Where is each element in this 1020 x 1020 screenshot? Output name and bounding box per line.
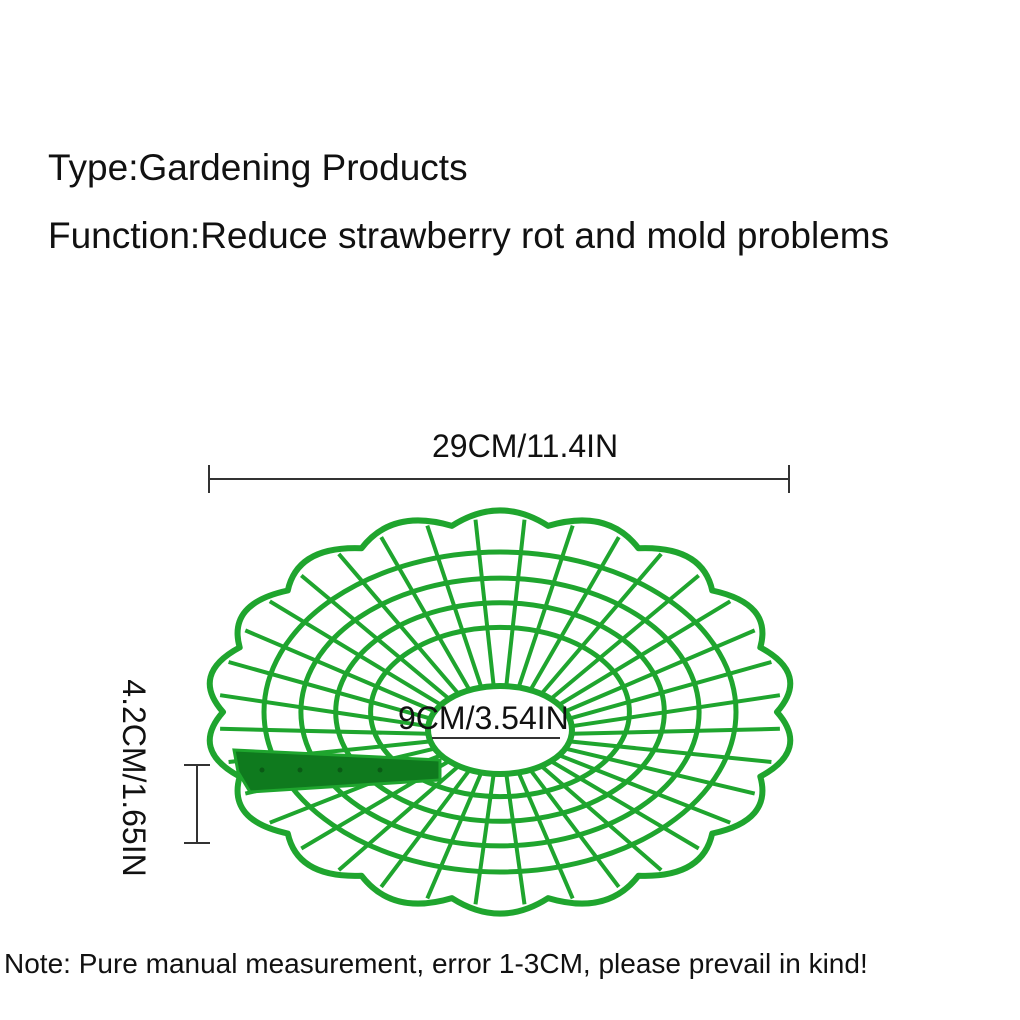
tab-hole (297, 767, 303, 773)
measurement-note: Note: Pure manual measurement, error 1-3… (4, 948, 868, 979)
radial-spoke (337, 764, 461, 872)
radial-spoke (549, 759, 700, 851)
radial-spoke (337, 552, 461, 696)
radial-spoke (473, 773, 496, 905)
radial-spoke (268, 599, 443, 707)
radial-spoke (558, 753, 731, 825)
radial-spoke (379, 536, 472, 692)
product-function-text: Function:Reduce strawberry rot and mold … (48, 215, 890, 256)
radial-spoke (504, 773, 527, 905)
radial-spoke (568, 660, 772, 721)
radial-spoke (528, 536, 621, 692)
radial-spoke (571, 693, 781, 729)
radial-spoke (473, 519, 496, 687)
radial-spoke (516, 524, 575, 689)
tab-hole (377, 767, 383, 773)
radial-spoke (564, 746, 756, 796)
radial-spoke (549, 573, 700, 701)
overlap-tab (232, 748, 442, 794)
radial-spoke (300, 573, 451, 701)
concentric-ring-4 (261, 549, 739, 875)
radial-spoke (516, 771, 575, 900)
width-dimension-line (208, 465, 790, 493)
strawberry-support-frame (206, 507, 794, 917)
radial-spoke (528, 768, 621, 889)
concentric-ring-3 (298, 575, 702, 849)
radial-spoke (244, 628, 436, 714)
tab-hole (337, 767, 343, 773)
outer-scalloped-rim (206, 507, 794, 917)
radial-spoke (571, 726, 780, 736)
radial-spoke (425, 524, 484, 689)
radial-spoke (504, 519, 527, 687)
radial-spoke (539, 764, 663, 872)
radial-spoke (569, 739, 772, 764)
radial-spoke (219, 693, 429, 729)
radial-spoke (379, 768, 472, 889)
height-dimension-label: 4.2CM/1.65IN (116, 679, 152, 877)
radial-spoke (228, 660, 432, 721)
inner-diameter-label: 9CM/3.54IN (398, 700, 569, 736)
product-type-text: Type:Gardening Products (48, 147, 468, 188)
tab-hole (259, 767, 265, 773)
height-dimension-line (184, 764, 210, 844)
width-dimension-label: 29CM/11.4IN (432, 428, 619, 464)
concentric-ring-1 (368, 624, 632, 800)
radial-spoke (425, 771, 484, 900)
radial-spoke (539, 552, 663, 696)
radial-spoke (557, 599, 732, 707)
radial-spoke (564, 628, 756, 714)
inner-hole-ring (425, 683, 575, 777)
radial-spoke (220, 726, 429, 736)
